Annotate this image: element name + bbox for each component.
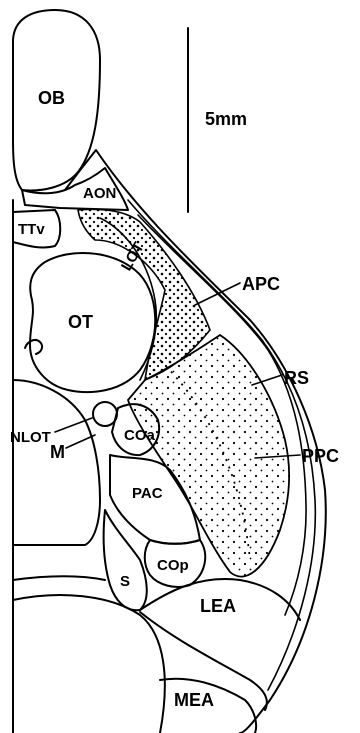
label-pac: PAC [132,485,163,502]
m-leader-line [66,435,95,448]
label-apc: APC [242,274,280,294]
label-coa: COa [124,427,156,444]
ot-hook [25,340,42,354]
lower-left-boundary [13,576,105,580]
m-region-boundary [13,380,100,545]
label-scale: 5mm [205,109,247,129]
label-ttv: TTv [18,221,45,238]
label-m: M [50,442,65,462]
label-nlot: NLOT [10,429,51,446]
label-ot: OT [68,312,93,332]
label-mea: MEA [174,690,214,710]
label-ppc: PPC [302,446,339,466]
label-lea: LEA [200,596,236,616]
label-cop: COp [157,557,189,574]
label-s: S [120,573,130,590]
label-ob: OB [38,88,65,108]
apc-leader-line [195,283,240,305]
label-aon: AON [83,185,116,202]
lower-oval-structure [13,595,165,733]
label-rs: RS [284,368,309,388]
s-region [104,510,147,610]
